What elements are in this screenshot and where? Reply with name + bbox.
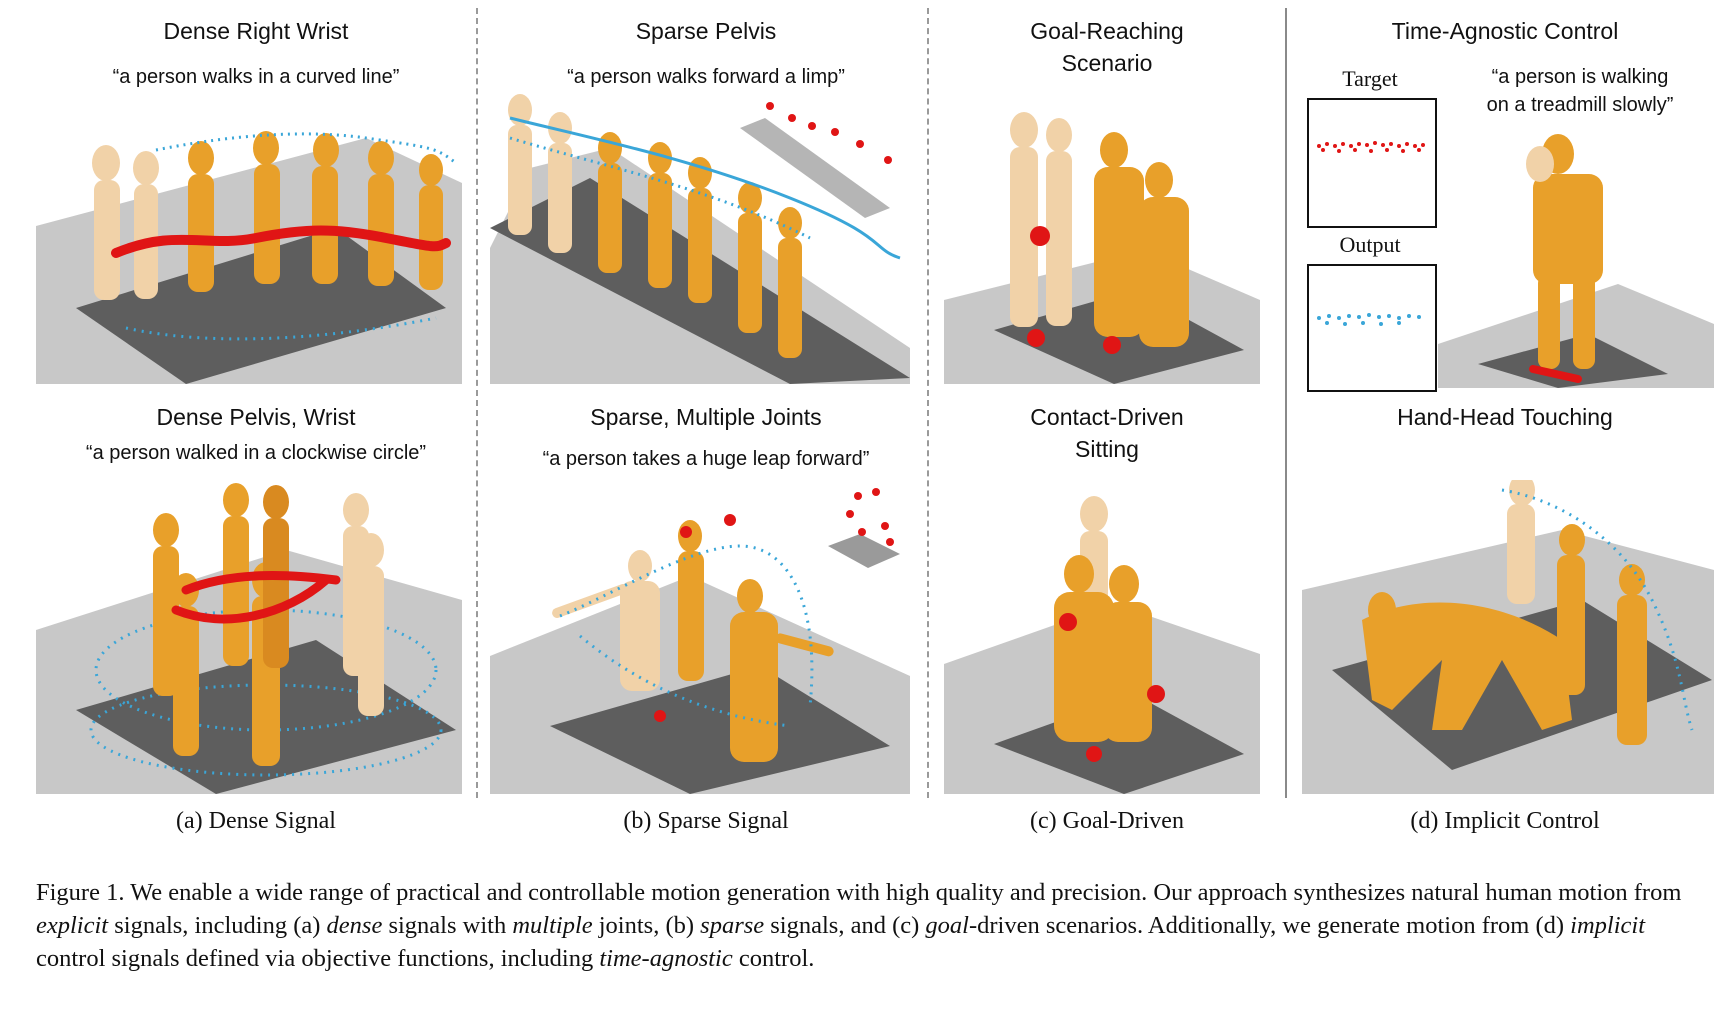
panel-d-bottom-title: Hand-Head Touching: [1397, 404, 1613, 430]
output-label: Output: [1339, 232, 1401, 257]
panel-b-top-quote: “a person walks forward a limp”: [567, 66, 845, 88]
panel-a-bottom-quote: “a person walked in a clockwise circle”: [85, 442, 427, 464]
scene-goal-reaching: [944, 100, 1260, 384]
panel-c-bottom-title-line1: Contact-Driven: [1030, 404, 1184, 430]
divider-a-b: [476, 8, 478, 798]
caption-text-2: signals, including (a): [108, 912, 327, 939]
caption-text-6: -driven scenarios. Additionally, we gene…: [968, 912, 1571, 939]
panel-a-top-title: Dense Right Wrist: [163, 18, 349, 44]
panel-b-bottom-quote: “a person takes a huge leap forward”: [542, 448, 870, 470]
caption-text-3: signals with: [382, 912, 513, 939]
caption-em-explicit: explicit: [36, 912, 109, 939]
panel-b-top-title: Sparse Pelvis: [635, 18, 777, 44]
scene-sparse-multiple-joints: [490, 486, 910, 794]
panel-c-top-title-line2: Scenario: [1061, 50, 1153, 76]
caption-em-dense: dense: [326, 912, 383, 939]
figure-caption: Figure 1. We enable a wide range of prac…: [36, 876, 1696, 975]
caption-text-1: Figure 1. We enable a wide range of prac…: [36, 879, 1682, 906]
scene-time-agnostic: [1438, 124, 1714, 388]
scene-dense-right-wrist: [36, 108, 462, 384]
subcaption-a: (a) Dense Signal: [176, 808, 336, 834]
panel-b-bottom-title: Sparse, Multiple Joints: [590, 404, 822, 430]
panel-d-top-quote-line2: on a treadmill slowly”: [1486, 94, 1674, 116]
target-label: Target: [1342, 66, 1398, 91]
subcaption-c: (c) Goal-Driven: [1030, 808, 1184, 834]
caption-em-implicit: implicit: [1570, 912, 1646, 939]
panel-a-top-quote: “a person walks in a curved line”: [112, 66, 400, 88]
output-box: [1307, 264, 1437, 392]
caption-em-time-agnostic: time-agnostic: [599, 945, 733, 972]
panel-c-bottom-title-line2: Sitting: [1075, 436, 1139, 462]
target-box: [1307, 98, 1437, 228]
panel-d-top-title: Time-Agnostic Control: [1391, 18, 1619, 44]
caption-em-multiple: multiple: [512, 912, 593, 939]
caption-em-goal: goal: [925, 912, 969, 939]
scene-sparse-pelvis: [490, 88, 910, 384]
panel-c-top-title-line1: Goal-Reaching: [1030, 18, 1184, 44]
caption-text-5: signals, and (c): [764, 912, 926, 939]
caption-text-4: joints, (b): [592, 912, 701, 939]
panel-a-bottom-title: Dense Pelvis, Wrist: [156, 404, 356, 430]
subcaption-d: (d) Implicit Control: [1410, 808, 1600, 834]
caption-text-7: control signals defined via objective fu…: [36, 945, 600, 972]
scene-contact-driven-sitting: [944, 484, 1260, 794]
divider-c-d: [1285, 8, 1287, 798]
caption-text-8: control.: [732, 945, 815, 972]
subcaption-b: (b) Sparse Signal: [623, 808, 789, 834]
panel-d-top-quote-line1: “a person is walking: [1491, 66, 1669, 88]
caption-em-sparse: sparse: [700, 912, 765, 939]
scene-dense-pelvis-wrist: [36, 480, 462, 794]
scene-hand-head-touching: [1302, 480, 1714, 794]
divider-b-c: [927, 8, 929, 798]
